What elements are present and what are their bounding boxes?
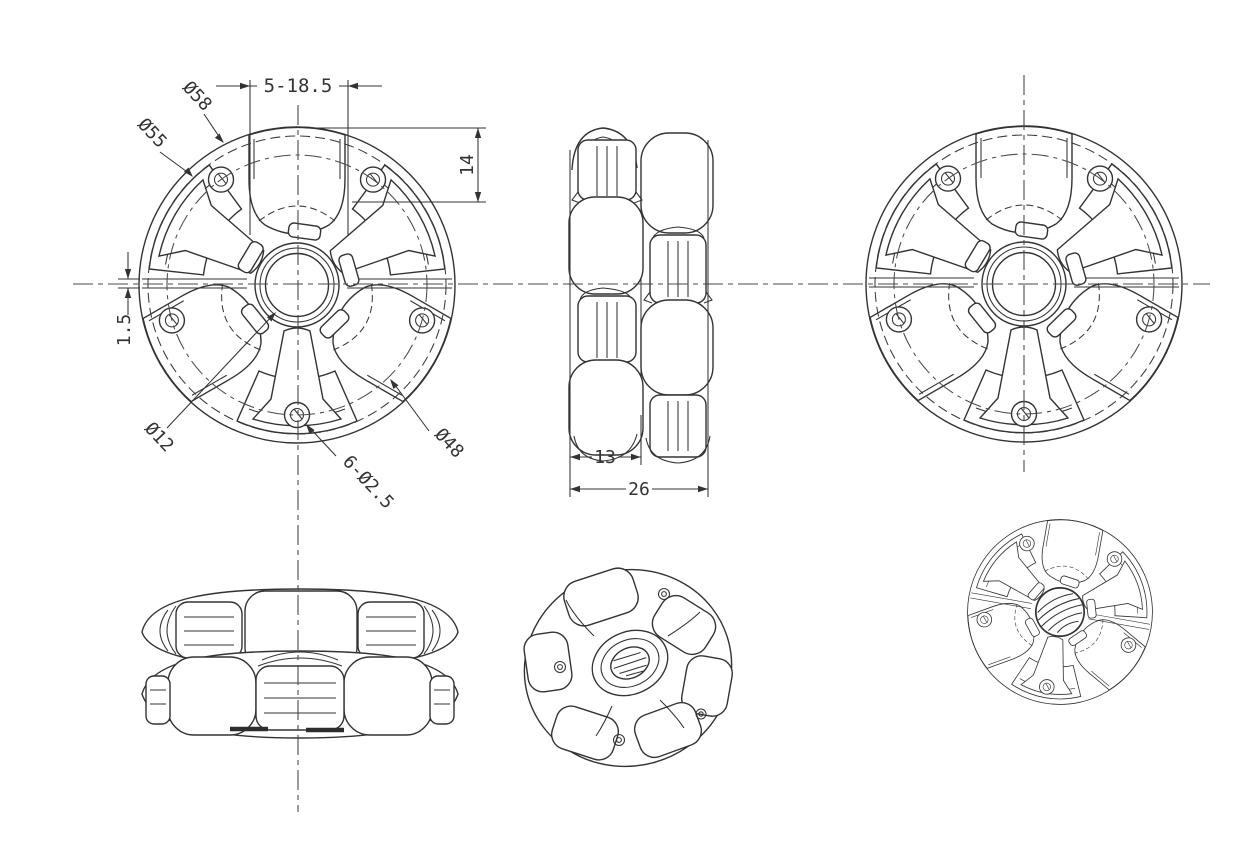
dim-row-offset-label: 1.5 (114, 314, 135, 347)
dimension-row-width: 13 (569, 140, 709, 497)
dim-bore-diameter-label: Ø12 (140, 418, 178, 456)
leader-rim-diameter: Ø55 (133, 114, 193, 177)
isometric-view (523, 567, 734, 768)
dim-rim-diameter-label: Ø55 (133, 114, 171, 152)
front-view-dimensioned (137, 127, 458, 443)
isometric-front-view (952, 505, 1169, 720)
dim-roller-section-label: 14 (457, 154, 478, 176)
dim-mounting-holes-label: 6-Ø2.5 (338, 451, 398, 513)
dimension-row-offset: 1.5 (114, 252, 140, 346)
dim-outer-diameter-label: Ø58 (178, 77, 216, 115)
dimension-roller-spacing: 5-18.5 (216, 75, 382, 235)
dimension-roller-section: 14 (305, 127, 486, 203)
dim-overall-width-label: 26 (628, 479, 650, 500)
dim-bolt-circle-label: Ø48 (430, 424, 468, 462)
side-view (568, 127, 714, 464)
leader-outer-diameter: Ø58 (178, 77, 224, 143)
dim-row-width-label: 13 (594, 447, 616, 468)
elevation-view (141, 588, 459, 739)
dimension-overall-width: 26 (570, 479, 708, 500)
centerlines (73, 75, 1210, 812)
dim-roller-spacing-label: 5-18.5 (264, 75, 333, 97)
